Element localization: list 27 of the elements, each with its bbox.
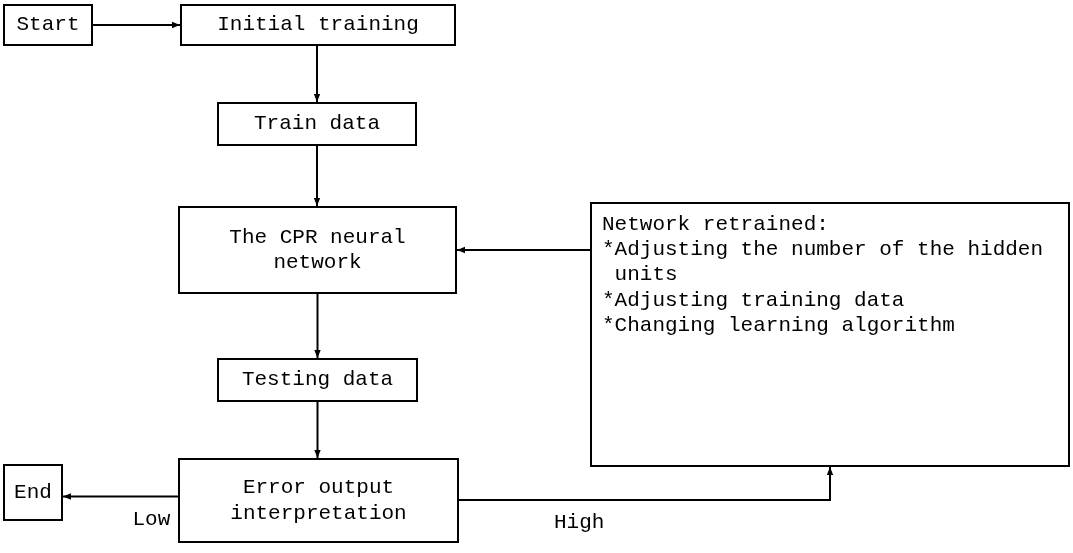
terminal-box bbox=[3, 464, 63, 521]
process-box bbox=[178, 458, 459, 543]
node-label: Error output interpretation bbox=[229, 475, 408, 526]
arrow bbox=[313, 145, 321, 207]
terminal-box bbox=[3, 4, 93, 46]
note-text: Network retrained: bbox=[602, 212, 829, 238]
note-text: *Changing learning algorithm bbox=[602, 312, 955, 338]
process-box bbox=[180, 4, 456, 46]
node-label: Initial training bbox=[217, 12, 419, 38]
node-label: Start bbox=[16, 12, 80, 38]
process-box bbox=[217, 358, 418, 402]
arrow bbox=[458, 466, 834, 501]
node-label: The CPR neural network bbox=[228, 224, 407, 276]
node-label: End bbox=[14, 479, 52, 506]
arrow bbox=[92, 21, 181, 29]
process-box bbox=[178, 206, 457, 294]
arrow bbox=[314, 293, 321, 359]
node-label: Testing data bbox=[241, 367, 394, 393]
note-text: *Adjusting training data bbox=[602, 287, 905, 313]
arrow bbox=[62, 493, 179, 500]
arrow bbox=[313, 45, 321, 103]
note-text: *Adjusting the number of the hidden units bbox=[602, 237, 1045, 288]
arrow bbox=[456, 246, 591, 254]
arrow bbox=[314, 401, 321, 459]
process-box bbox=[217, 102, 417, 146]
note-box bbox=[590, 202, 1070, 467]
node-label: Train data bbox=[254, 111, 380, 137]
